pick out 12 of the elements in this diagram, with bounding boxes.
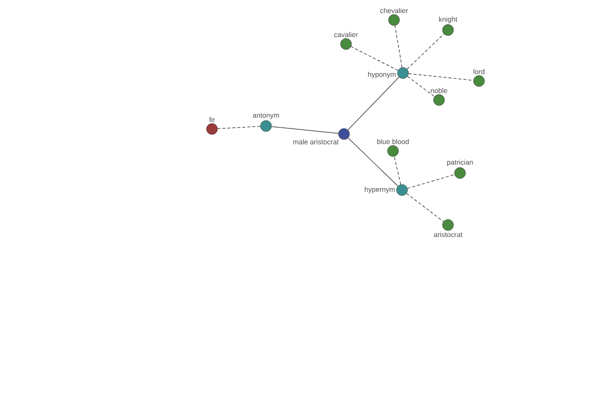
- edge-line: [394, 25, 402, 68]
- edge-line: [350, 46, 398, 71]
- edge-line: [271, 126, 339, 134]
- edge-line: [217, 126, 261, 129]
- edge-line: [406, 34, 444, 70]
- edge-line: [348, 76, 400, 130]
- edge-line: [406, 193, 444, 222]
- edge-line: [407, 76, 435, 97]
- edge-line: [408, 73, 474, 81]
- edge-line: [348, 138, 398, 186]
- edge-line: [394, 156, 401, 185]
- edge-line: [407, 174, 455, 189]
